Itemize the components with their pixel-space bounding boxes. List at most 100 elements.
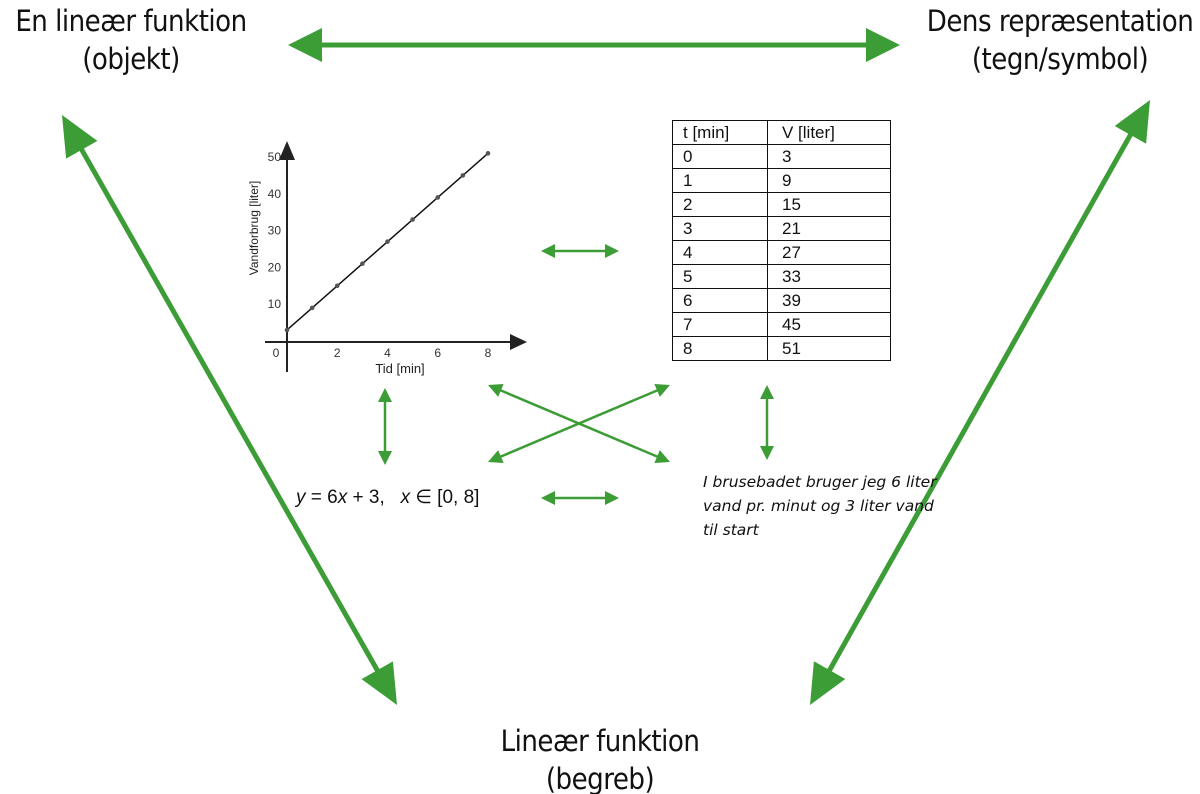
arrow-formula-table xyxy=(488,384,670,463)
data-point xyxy=(334,283,340,289)
arrow-shaft xyxy=(75,141,384,679)
table-cell: 27 xyxy=(767,240,891,265)
y-axis-arrow-icon xyxy=(279,141,295,160)
label-object: En lineær funktion (objekt) xyxy=(0,2,262,78)
arrow-object-representation xyxy=(288,28,900,62)
arrowhead-icon xyxy=(62,115,98,159)
y-tick-label: 30 xyxy=(268,224,282,238)
arrowhead-icon xyxy=(361,661,397,705)
arrowhead-icon xyxy=(378,451,392,465)
formula-y: y xyxy=(296,487,306,508)
data-point xyxy=(360,261,365,267)
arrowhead-icon xyxy=(654,384,670,397)
arrow-representation-concept xyxy=(810,100,1150,705)
data-point xyxy=(385,239,390,244)
arrow-object-concept xyxy=(62,115,397,705)
arrowhead-icon xyxy=(1114,100,1150,144)
data-point xyxy=(410,217,415,222)
arrowhead-icon xyxy=(866,28,900,62)
formula-x: x xyxy=(337,487,348,508)
arrow-shaft xyxy=(497,388,661,459)
arrowhead-icon xyxy=(378,388,392,402)
x-tick-label: 6 xyxy=(434,346,441,360)
arrowhead-icon xyxy=(488,450,504,463)
table-cell: 4 xyxy=(672,240,768,265)
y-tick-label: 50 xyxy=(268,150,282,164)
verbal-description: I brusebadet bruger jeg 6 liter vand pr.… xyxy=(703,473,937,539)
x-tick-label: 2 xyxy=(334,346,341,360)
formula-x: x xyxy=(400,487,411,508)
x-axis-arrow-icon xyxy=(510,334,527,350)
arrowhead-icon xyxy=(541,491,555,505)
table-header-row: t [min]V [liter] xyxy=(672,120,891,145)
x-tick-label: 8 xyxy=(485,346,492,360)
arrowhead-icon xyxy=(760,385,774,399)
label-concept: Lineær funktion (begreb) xyxy=(460,722,740,794)
table-cell: 8 xyxy=(672,336,768,361)
data-point xyxy=(435,195,441,200)
formula-domain: ∈ [0, 8] xyxy=(410,487,480,508)
arrowhead-icon xyxy=(760,446,774,460)
table-header: V [liter] xyxy=(767,120,891,145)
label-representation: Dens repræsentation (tegn/symbol) xyxy=(920,2,1200,78)
table-cell: 45 xyxy=(767,312,891,337)
arrow-table-text xyxy=(760,385,774,460)
x-tick-label: 4 xyxy=(384,346,391,360)
table-cell: 3 xyxy=(672,216,768,241)
data-point xyxy=(284,327,290,333)
table-cell: 15 xyxy=(767,192,891,217)
arrowhead-icon xyxy=(654,450,670,463)
label-concept-line2: (begreb) xyxy=(545,762,655,794)
y-tick-label: 10 xyxy=(268,297,282,311)
arrow-graph-formula xyxy=(378,388,392,465)
label-representation-line2: (tegn/symbol) xyxy=(971,42,1149,76)
table-cell: 21 xyxy=(767,216,891,241)
arrow-formula-text xyxy=(541,491,619,505)
formula-part: + 3, xyxy=(347,487,401,508)
formula: y = 6x + 3, x ∈ [0, 8] xyxy=(296,486,479,509)
table-cell: 2 xyxy=(672,192,768,217)
arrowhead-icon xyxy=(605,244,619,258)
table-header: t [min] xyxy=(672,120,768,145)
table-cell: 6 xyxy=(672,288,768,313)
table-cell: 0 xyxy=(672,144,768,169)
arrowhead-icon xyxy=(810,661,846,705)
table-cell: 5 xyxy=(672,264,768,289)
arrowhead-icon xyxy=(488,384,504,397)
label-representation-line1: Dens repræsentation xyxy=(926,4,1194,38)
label-object-line2: (objekt) xyxy=(82,42,180,76)
table-cell: 51 xyxy=(767,336,891,361)
label-concept-line1: Lineær funktion xyxy=(500,724,700,758)
table-cell: 3 xyxy=(767,144,891,169)
arrow-graph-table xyxy=(541,244,619,258)
table-cell: 7 xyxy=(672,312,768,337)
arrowhead-icon xyxy=(288,28,322,62)
arrow-shaft xyxy=(823,126,1137,679)
x-axis-label: Tid [min] xyxy=(375,361,424,376)
x-tick-label: 0 xyxy=(273,346,280,360)
y-axis-label: Vandforbrug [liter] xyxy=(247,181,261,276)
y-tick-label: 40 xyxy=(268,187,282,201)
table-cell: 39 xyxy=(767,288,891,313)
data-point xyxy=(485,151,491,156)
arrowhead-icon xyxy=(605,491,619,505)
table-cell: 1 xyxy=(672,168,768,193)
table-cell: 33 xyxy=(767,264,891,289)
y-tick-label: 20 xyxy=(268,260,282,274)
data-point xyxy=(460,173,466,178)
label-object-line1: En lineær funktion xyxy=(15,4,247,38)
formula-part: = 6 xyxy=(305,487,338,508)
table-cell: 9 xyxy=(767,168,891,193)
